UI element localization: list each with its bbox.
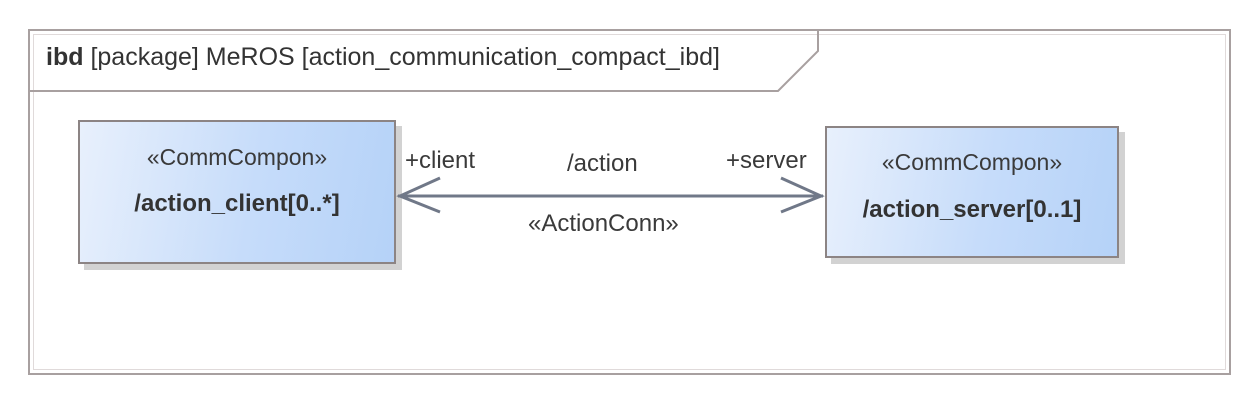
server-stereotype: «CommCompon» xyxy=(881,149,1063,175)
server-block[interactable]: «CommCompon» /action_server[0..1] xyxy=(825,126,1119,258)
frame-header-tab xyxy=(30,31,819,92)
client-name: /action_client[0..*] xyxy=(134,190,340,217)
frame-header-label: ibd [package] MeROS [action_communicatio… xyxy=(46,43,720,72)
frame-header-text: [package] MeROS [action_communication_co… xyxy=(90,43,720,71)
client-stereotype: «CommCompon» xyxy=(146,144,328,170)
server-end-role: +server xyxy=(726,147,807,174)
frame-inner-border xyxy=(33,34,1226,370)
server-arrow-head xyxy=(780,176,825,214)
frame-kind: ibd xyxy=(46,43,84,71)
connector-stereotype: «ActionConn» xyxy=(528,210,679,237)
connector-name: /action xyxy=(567,150,638,177)
client-arrow-head xyxy=(396,176,441,214)
server-name: /action_server[0..1] xyxy=(862,196,1082,223)
client-block[interactable]: «CommCompon» /action_client[0..*] xyxy=(78,120,396,264)
client-end-role: +client xyxy=(405,147,476,174)
